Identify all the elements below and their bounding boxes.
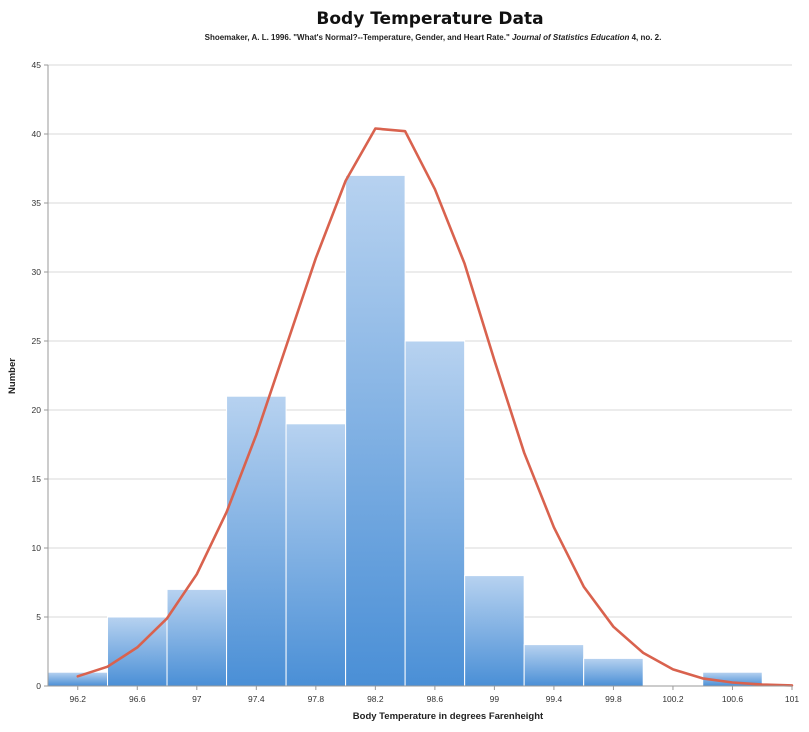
bar bbox=[464, 575, 525, 687]
bars bbox=[47, 174, 763, 687]
y-tick-label: 45 bbox=[32, 60, 42, 70]
bar bbox=[523, 644, 585, 687]
x-tick-label: 101 bbox=[785, 694, 799, 704]
y-tick-label: 35 bbox=[32, 198, 42, 208]
y-tick-label: 15 bbox=[32, 474, 42, 484]
subtitle-citation: Shoemaker, A. L. 1996. "What's Normal?--… bbox=[205, 33, 512, 42]
y-tick-label: 20 bbox=[32, 405, 42, 415]
subtitle-journal: Journal of Statistics Education bbox=[512, 33, 629, 42]
y-tick-label: 40 bbox=[32, 129, 42, 139]
bar bbox=[583, 657, 644, 687]
y-tick-label: 5 bbox=[36, 612, 41, 622]
x-tick-label: 96.6 bbox=[129, 694, 146, 704]
y-axis-label: Number bbox=[7, 358, 18, 394]
x-tick-label: 97.8 bbox=[308, 694, 325, 704]
x-tick-label: 99.4 bbox=[546, 694, 563, 704]
y-tick-labels: 0 5 10 15 20 25 30 35 40 45 bbox=[32, 60, 42, 691]
normal-curve bbox=[76, 127, 794, 687]
x-tick-label: 96.2 bbox=[69, 694, 86, 704]
bar bbox=[404, 340, 466, 687]
x-tick-label: 98.6 bbox=[427, 694, 444, 704]
x-tick-label: 98.2 bbox=[367, 694, 384, 704]
bar bbox=[345, 174, 406, 687]
y-tick-label: 25 bbox=[32, 336, 42, 346]
y-tick-label: 0 bbox=[36, 681, 41, 691]
subtitle-issue: 4, no. 2. bbox=[629, 33, 661, 42]
x-tick-label: 100.6 bbox=[722, 694, 744, 704]
x-tick-label: 97 bbox=[192, 694, 202, 704]
x-axis-label: Body Temperature in degrees Farenheight bbox=[353, 711, 544, 722]
bar bbox=[226, 395, 287, 687]
x-tick-label: 99 bbox=[490, 694, 500, 704]
bar bbox=[47, 671, 109, 687]
bar bbox=[285, 423, 347, 687]
x-tick-label: 99.8 bbox=[605, 694, 622, 704]
y-tick-label: 30 bbox=[32, 267, 42, 277]
x-tick-labels: 96.2 96.6 97 97.4 97.8 98.2 98.6 99 99.4 99.8 100.… bbox=[69, 694, 799, 704]
y-tick-label: 10 bbox=[32, 543, 42, 553]
x-tick-label: 97.4 bbox=[248, 694, 265, 704]
chart-title: Body Temperature Data bbox=[316, 9, 543, 29]
chart-subtitle: Shoemaker, A. L. 1996. "What's Normal?--… bbox=[205, 33, 662, 42]
x-tick-label: 100.2 bbox=[662, 694, 684, 704]
axes bbox=[44, 64, 793, 690]
